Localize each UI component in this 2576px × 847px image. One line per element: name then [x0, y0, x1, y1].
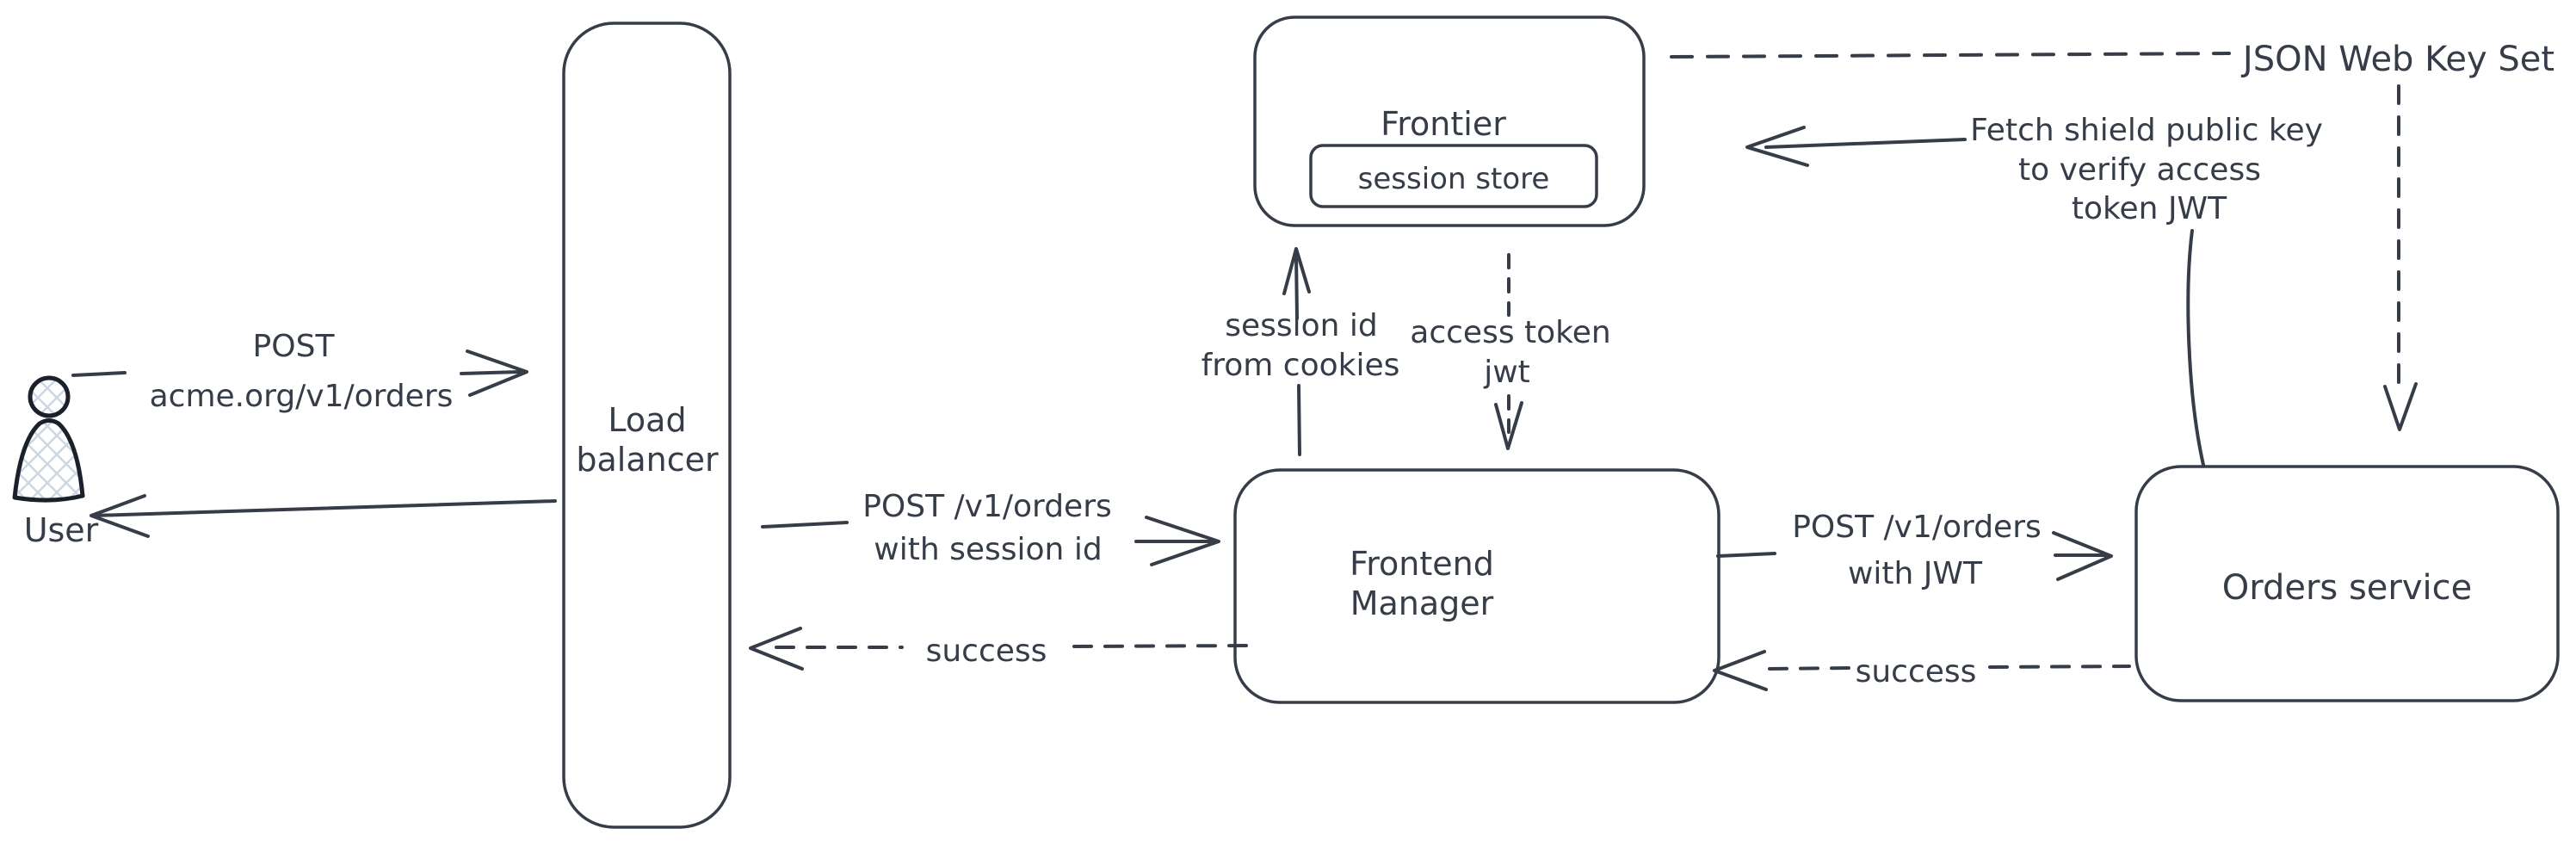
edge-label-line1: POST /v1/orders [1792, 510, 2042, 545]
user-node: User [12, 375, 99, 549]
edge-label-line2: jwt [1483, 355, 1530, 390]
arrow-frontend-manager-to-orders-service: POST /v1/orders with JWT [1716, 510, 2113, 591]
edge-label-line1: POST [253, 329, 336, 364]
frontend-manager-label-line1: Frontend [1350, 545, 1494, 583]
edge-label-line2: acme.org/v1/orders [150, 379, 454, 414]
edge-label-line3: token JWT [2072, 191, 2227, 226]
arrowhead-right-icon [2052, 531, 2113, 581]
json-web-key-set-label: JSON Web Key Set [2240, 40, 2554, 79]
arrow-tail [761, 521, 849, 529]
arrowhead-right-icon [1145, 516, 1220, 566]
arrow-shaft [460, 370, 522, 375]
edge-label: success [1856, 654, 1977, 689]
load-balancer-box [562, 22, 732, 829]
arrow-frontier-to-frontend-manager: access token jwt [1410, 253, 1611, 450]
frontier-node: Frontier session store [1253, 15, 1646, 227]
arrow-dash-left [1768, 666, 1850, 671]
arrow-tail [1716, 552, 1776, 558]
edge-label-line1: POST /v1/orders [862, 489, 1112, 524]
frontier-label: Frontier [1381, 105, 1506, 143]
arrow-frontend-manager-to-load-balancer-success: success [749, 627, 1251, 671]
arrow-shaft [1764, 138, 1967, 149]
edge-label-line1: access token [1410, 315, 1610, 350]
frontend-manager-label-line2: Manager [1350, 584, 1494, 622]
arrow-shaft [93, 499, 557, 517]
session-store-box [1309, 144, 1598, 208]
arrow-load-balancer-to-frontend-manager: POST /v1/orders with session id [761, 489, 1220, 567]
arrow-dash-right [1988, 665, 2131, 669]
frontier-box [1253, 15, 1646, 227]
frontend-manager-box [1233, 468, 1720, 704]
arrow-tail [71, 371, 127, 377]
arrow-orders-service-to-frontend-manager-success: success [1713, 650, 2131, 691]
edge-label-line1: session id [1225, 308, 1378, 343]
arrow-shaft-lower [1297, 384, 1301, 456]
arrow-frontier-to-json-web-key-set [1670, 52, 2231, 59]
person-icon-head [28, 375, 71, 418]
arrow-user-to-load-balancer: POST acme.org/v1/orders [71, 329, 528, 414]
arrow-json-web-key-set-to-orders-service [2383, 84, 2418, 431]
arrow-shaft-upper [1294, 253, 1299, 320]
arrow-orders-service-to-frontier: Fetch shield public key to verify access… [1745, 113, 2323, 467]
arrow-curve-from-orders [2186, 229, 2205, 467]
arrow-dash [1670, 52, 2231, 59]
load-balancer-label-line2: balancer [576, 441, 719, 479]
arrowhead-left-icon [1745, 126, 1809, 167]
arrow-load-balancer-to-user [90, 494, 557, 538]
arrowhead-right-icon [466, 349, 528, 397]
arrowhead-left-icon [1713, 650, 1768, 691]
arrowhead-down-icon [1494, 401, 1523, 450]
orders-service-node: Orders service [2134, 465, 2560, 702]
frontend-manager-node: Frontend Manager [1233, 468, 1720, 704]
arrowhead-left-icon [90, 494, 150, 538]
edge-label: success [926, 634, 1047, 669]
edge-label-line2: with JWT [1848, 556, 1983, 591]
arrowhead-up-icon [1282, 247, 1311, 295]
orders-service-label: Orders service [2222, 568, 2473, 608]
edge-label-line2: from cookies [1202, 348, 1400, 383]
arrowhead-left-icon [749, 627, 804, 671]
edge-label-line2: to verify access [2018, 152, 2261, 188]
arrowhead-down-icon [2383, 382, 2418, 431]
edge-label-line2: with session id [874, 532, 1102, 567]
load-balancer-node: Load balancer [562, 22, 732, 829]
arrow-frontend-manager-to-frontier: session id from cookies [1202, 247, 1400, 456]
session-store-label: session store [1358, 162, 1550, 196]
user-label: User [24, 511, 99, 549]
orders-service-box [2134, 465, 2560, 702]
edge-label-line1: Fetch shield public key [1970, 113, 2323, 148]
person-icon-body [12, 418, 85, 503]
load-balancer-label-line1: Load [608, 401, 686, 439]
